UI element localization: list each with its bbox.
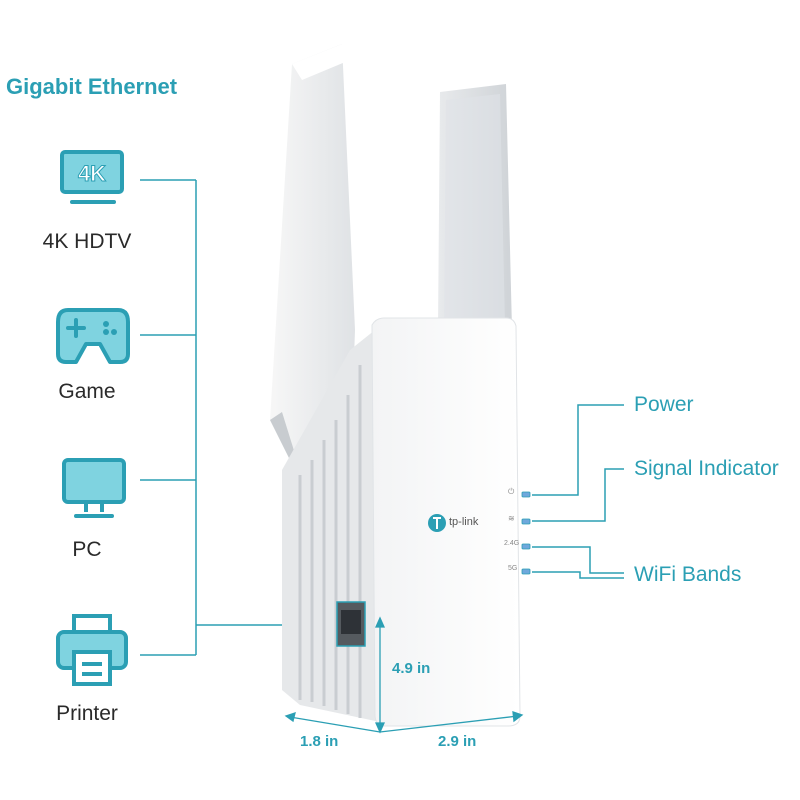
tv-4k-icon: 4K [60,150,124,204]
device-side [282,330,380,722]
device-label-printer: Printer [56,702,118,725]
led-label-24g: 2.4G [504,540,520,547]
led-label-5g: 5G [508,565,518,572]
printer-icon [56,614,128,686]
led-label-power: ⏻ [508,487,515,496]
device-label-game: Game [58,380,116,403]
device-label-pc: PC [72,538,102,561]
led-indicators [521,491,531,575]
callout-power: Power [634,393,694,416]
callout-signal-indicator: Signal Indicator [634,457,779,480]
callout-lines [532,404,624,579]
dimension-height: 4.9 in [392,660,431,677]
page-title: Gigabit Ethernet [6,74,178,99]
antenna-left [270,44,355,470]
gamepad-icon [56,308,130,364]
brand-name: tp-link [449,516,479,528]
dimension-depth: 1.8 in [300,733,339,750]
callout-wifi-bands: WiFi Bands [634,563,742,586]
connector-lines [140,179,285,656]
dimension-width: 2.9 in [438,733,477,750]
dimension-lines [284,616,524,734]
device-label-4k-hdtv: 4K HDTV [42,230,132,253]
monitor-icon [62,458,126,518]
tv-badge: 4K [78,161,106,186]
led-label-signal: ≋ [508,514,515,523]
